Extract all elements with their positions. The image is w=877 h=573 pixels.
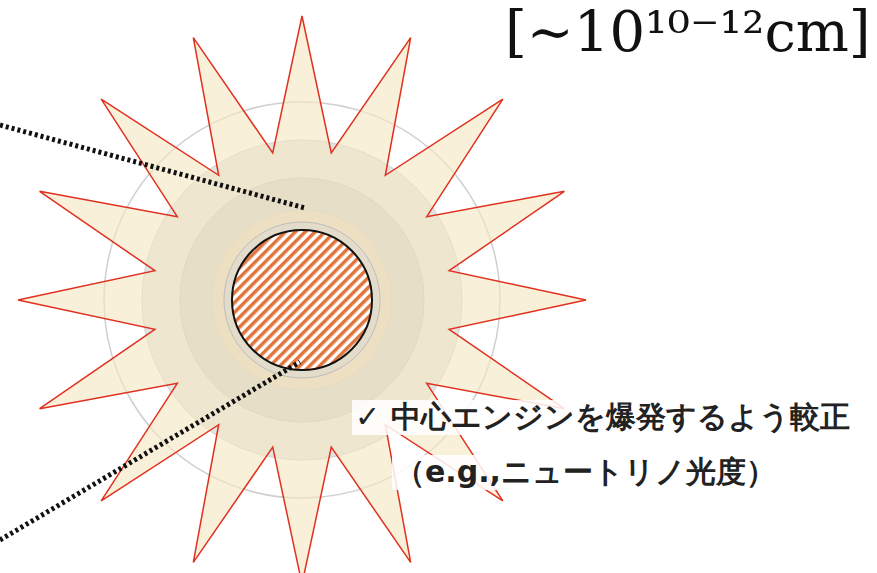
zoom-line bbox=[0, 125, 305, 208]
note-text: （e.g.,ニュートリノ光度） bbox=[392, 455, 779, 490]
zoom-line bbox=[0, 362, 300, 540]
inner-ring bbox=[224, 222, 380, 378]
central-engine bbox=[232, 230, 372, 370]
size-annotation: [~10¹⁰⁻¹²cm] bbox=[505, 0, 871, 64]
note-text: ✓ 中心エンジンを爆発するよう較正 bbox=[352, 400, 853, 435]
